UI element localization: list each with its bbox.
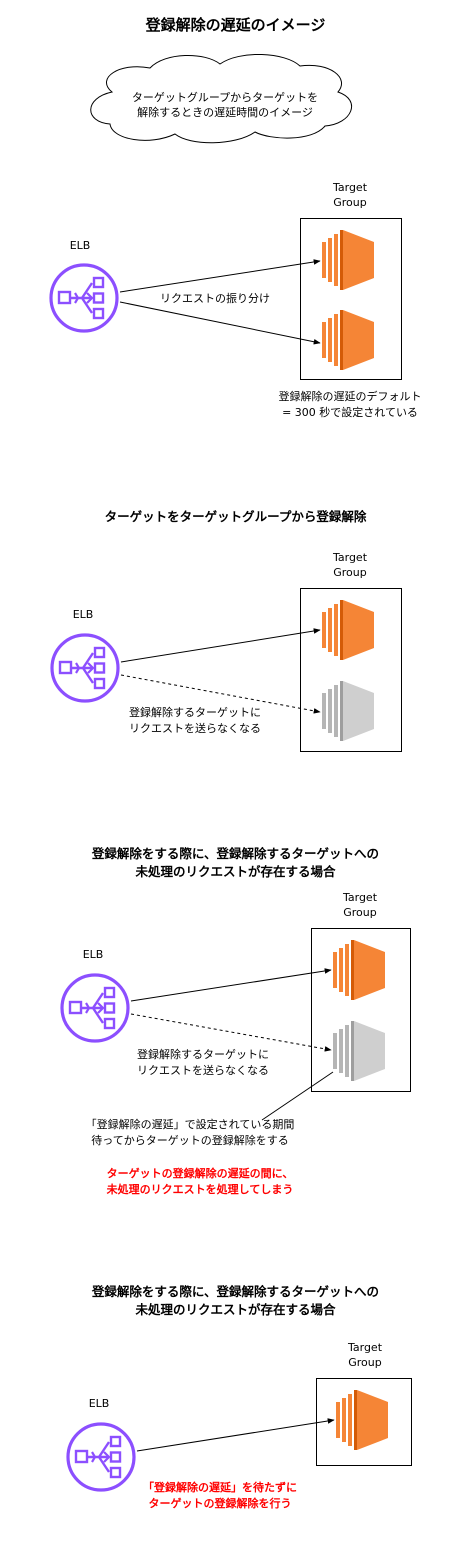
cloud-text-line2: 解除するときの遅延時間のイメージ <box>137 106 313 119</box>
wait-note-line2: 待ってからターゲットの登録解除をする <box>91 1134 289 1147</box>
ec2-instance-icon <box>333 940 385 1000</box>
callout-line <box>261 1071 334 1121</box>
diagram-title: 登録解除の遅延のイメージ <box>145 16 326 34</box>
warning-line1: 「登録解除の遅延」を待たずに <box>143 1481 297 1494</box>
warning-line2: 未処理のリクエストを処理してしまう <box>106 1183 294 1196</box>
ec2-instance-icon <box>322 600 374 660</box>
ec2-instance-icon <box>322 230 374 290</box>
elb-icon <box>66 1422 136 1492</box>
default-delay-note-line1: 登録解除の遅延のデフォルト <box>278 390 422 403</box>
elb-icon <box>49 263 119 333</box>
request-arrow <box>130 968 332 1002</box>
request-arrow <box>119 259 321 293</box>
elb-icon <box>60 973 130 1043</box>
section4-heading-line1: 登録解除をする際に、登録解除するターゲットへの <box>91 1284 380 1299</box>
stopped-request-arrow <box>130 1013 332 1052</box>
elb-label: ELB <box>88 1397 110 1410</box>
request-arrow <box>120 628 321 663</box>
wait-note-line1: 「登録解除の遅延」で設定されている期間 <box>85 1118 295 1131</box>
section3-heading-line2: 未処理のリクエストが存在する場合 <box>135 864 336 879</box>
stop-requests-note-line1: 登録解除するターゲットに <box>129 706 261 719</box>
elb-label: ELB <box>72 608 94 621</box>
ec2-deregistered-icon <box>322 681 374 741</box>
warning-line1: ターゲットの登録解除の遅延の間に、 <box>106 1167 294 1180</box>
stop-requests-note-line1: 登録解除するターゲットに <box>137 1048 269 1061</box>
default-delay-note-line2: = 300 秒で設定されている <box>282 406 418 419</box>
stopped-request-arrow <box>120 674 321 714</box>
elb-label: ELB <box>69 239 91 252</box>
elb-icon <box>50 633 120 703</box>
section3-heading-line1: 登録解除をする際に、登録解除するターゲットへの <box>91 846 380 861</box>
request-arrow <box>119 301 321 345</box>
ec2-deregistered-icon <box>333 1021 385 1081</box>
elb-label: ELB <box>82 948 104 961</box>
section4-heading-line2: 未処理のリクエストが存在する場合 <box>135 1302 336 1317</box>
section2-heading: ターゲットをターゲットグループから登録解除 <box>104 509 367 524</box>
ec2-instance-icon <box>336 1390 388 1450</box>
stop-requests-note-line2: リクエストを送らなくなる <box>137 1064 269 1077</box>
request-routing-label: リクエストの振り分け <box>160 292 270 305</box>
stop-requests-note-line2: リクエストを送らなくなる <box>129 722 261 735</box>
warning-line2: ターゲットの登録解除を行う <box>148 1497 292 1510</box>
cloud-text-line1: ターゲットグループからターゲットを <box>131 91 319 104</box>
ec2-instance-icon <box>322 310 374 370</box>
request-arrow <box>136 1418 335 1452</box>
